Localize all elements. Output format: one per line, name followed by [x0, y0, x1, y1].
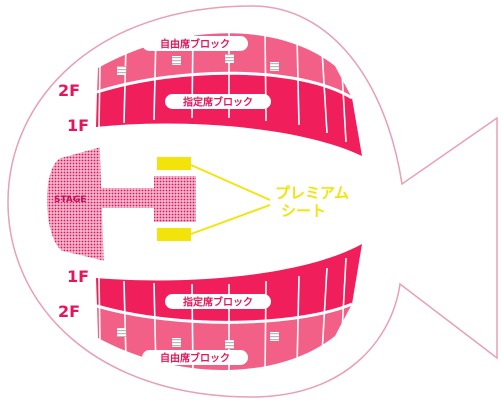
lower-free-block-tag: 自由席ブロック	[142, 350, 248, 365]
premium-seat-top[interactable]	[157, 157, 191, 170]
upper-free-block-tag: 自由席ブロック	[142, 36, 248, 51]
lower-2f-label: 2F	[58, 302, 80, 321]
upper-stands: 自由席ブロック 指定席ブロック 2F 1F	[58, 26, 362, 156]
premium-label-line2: シート	[281, 202, 326, 220]
lower-1f-label: 1F	[67, 267, 89, 286]
upper-2f-label: 2F	[58, 81, 80, 100]
stage-area: STAGE	[46, 146, 196, 262]
stage-label: STAGE	[54, 195, 86, 205]
upper-free-block-label: 自由席ブロック	[160, 38, 230, 51]
premium-label-line1: プレミアム	[275, 184, 349, 202]
lower-1f-band[interactable]	[96, 244, 362, 323]
lower-reserved-block-label: 指定席ブロック	[183, 296, 253, 309]
stage[interactable]	[46, 146, 105, 262]
stage-front-block[interactable]	[154, 176, 196, 222]
upper-1f-label: 1F	[67, 116, 89, 135]
upper-reserved-block-label: 指定席ブロック	[183, 96, 253, 109]
lower-reserved-block-tag: 指定席ブロック	[165, 294, 271, 309]
lower-stands: 指定席ブロック 自由席ブロック 1F 2F	[58, 244, 362, 378]
lower-free-block-label: 自由席ブロック	[160, 352, 230, 365]
upper-reserved-block-tag: 指定席ブロック	[165, 94, 271, 109]
premium-seats: プレミアム シート	[157, 157, 349, 241]
stage-runway[interactable]	[100, 188, 156, 208]
premium-seat-bottom[interactable]	[157, 228, 191, 241]
